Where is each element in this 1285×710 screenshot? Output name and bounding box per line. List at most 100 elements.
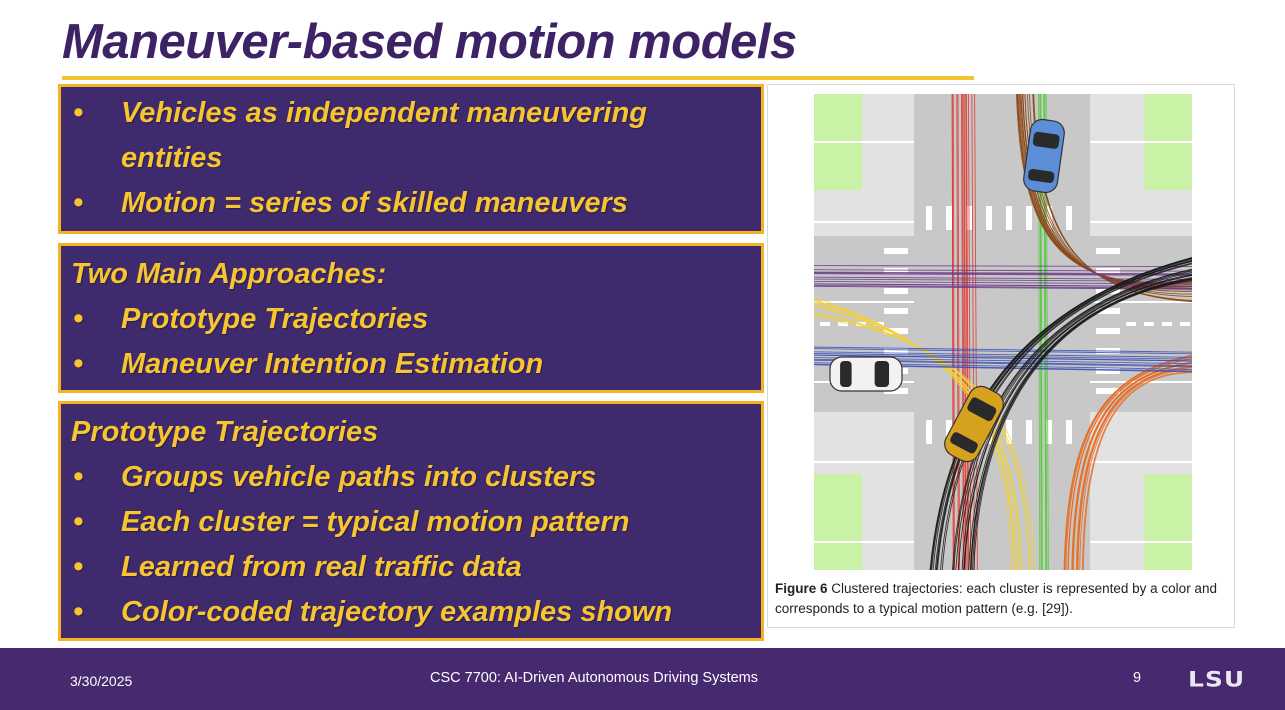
crosswalk-stripe <box>884 268 908 274</box>
trajectory-black <box>963 274 1192 570</box>
trajectory-black <box>961 273 1192 570</box>
trajectory-black <box>953 269 1192 570</box>
crosswalk-stripe <box>926 206 932 230</box>
vehicles <box>829 118 1065 463</box>
crosswalk-stripe <box>1096 308 1120 314</box>
bullet: • <box>73 596 84 628</box>
car-windshield <box>874 361 890 387</box>
trajectory-black <box>970 278 1192 570</box>
footer-page-number: 9 <box>1133 670 1142 686</box>
intro-line-1: • Vehicles as independent maneuvering <box>71 91 751 136</box>
intro-text-2: entities <box>121 142 223 174</box>
slide-title: Maneuver-based motion models <box>62 15 797 69</box>
trajectory-purple <box>814 265 1192 268</box>
car-rear-window <box>840 361 852 387</box>
crosswalk-stripe <box>1046 420 1052 444</box>
trajectory-red <box>957 94 960 570</box>
trajectory-purple <box>814 272 1192 276</box>
trajectory-black <box>952 268 1192 570</box>
car-rear-window <box>1028 168 1055 183</box>
trajectory-red <box>961 94 964 570</box>
crosswalk-stripe <box>884 388 908 394</box>
trajectory-red <box>952 94 955 570</box>
intro-box: • Vehicles as independent maneuvering ent… <box>58 84 764 234</box>
trajectory-black <box>932 258 1192 570</box>
lane-dash <box>1180 322 1190 326</box>
lane-dash <box>838 322 848 326</box>
trajectory-blue <box>814 353 1192 360</box>
trajectory-red <box>967 94 972 570</box>
trajectory-figure: Figure 6 Clustered trajectories: each cl… <box>767 84 1235 628</box>
grass-patch <box>814 474 862 570</box>
trajectory-black <box>940 262 1192 570</box>
trajectory-purple <box>814 273 1192 276</box>
prototype-text-4: Color-coded trajectory examples shown <box>121 596 673 628</box>
crosswalk-stripe <box>926 420 932 444</box>
prototype-text-2: Each cluster = typical motion pattern <box>121 506 630 538</box>
crosswalk-stripe <box>1066 420 1072 444</box>
crosswalk-stripe <box>884 308 908 314</box>
trajectory-black <box>968 277 1192 570</box>
trajectory-blue <box>814 351 1192 358</box>
blue-car <box>1023 118 1065 194</box>
intro-text-3: Motion = series of skilled maneuvers <box>121 187 628 219</box>
approach-item: •Prototype Trajectories <box>71 297 751 342</box>
lane-dash <box>1126 322 1136 326</box>
trajectory-black <box>931 257 1192 570</box>
crosswalk-stripe <box>884 248 908 254</box>
crosswalk-stripe <box>1066 206 1072 230</box>
prototype-item: • Learned from real traffic data <box>71 545 751 590</box>
prototype-text-1: Groups vehicle paths into clusters <box>121 461 597 493</box>
prototype-text-3: Learned from real traffic data <box>121 551 522 583</box>
trajectory-orange <box>1076 366 1192 570</box>
bullet: • <box>73 348 84 380</box>
lane-dash <box>1162 322 1172 326</box>
crosswalk-stripe <box>884 328 908 334</box>
lsu-logo: LSU <box>1188 667 1246 692</box>
bullet: • <box>73 97 84 129</box>
trajectory-blue <box>814 348 1192 355</box>
trajectory-yellow <box>814 296 1012 570</box>
crosswalk-stripe <box>1096 328 1120 334</box>
footer-course: CSC 7700: AI-Driven Autonomous Driving S… <box>430 670 758 686</box>
trajectory-orange <box>1063 354 1192 570</box>
road-background <box>814 94 1192 570</box>
trajectory-red <box>974 94 978 570</box>
trajectory-purple <box>814 284 1192 289</box>
prototype-item: • Color-coded trajectory examples shown <box>71 590 751 635</box>
crosswalk-stripe <box>1026 206 1032 230</box>
trajectory-purple <box>814 283 1192 288</box>
trajectory-orange <box>1077 367 1192 570</box>
crosswalk-stripe <box>986 206 992 230</box>
crosswalk-stripe <box>884 348 908 354</box>
bullet: • <box>73 506 84 538</box>
crosswalk-stripe <box>1096 248 1120 254</box>
approach-text-2: Maneuver Intention Estimation <box>121 348 544 380</box>
crosswalk-stripe <box>884 288 908 294</box>
bullet: • <box>73 551 84 583</box>
trajectory-yellow <box>814 300 1016 570</box>
intro-line-2: entities <box>71 136 751 181</box>
trajectory-blue <box>814 346 1192 353</box>
yellow-car <box>944 385 1004 463</box>
caption-label: Figure 6 <box>775 581 828 596</box>
prototype-heading: Prototype Trajectories <box>71 416 379 448</box>
approach-text-1: Prototype Trajectories <box>121 303 429 335</box>
prototype-item: •Groups vehicle paths into clusters <box>71 455 751 500</box>
trajectory-red <box>963 94 967 570</box>
prototype-box: Prototype Trajectories •Groups vehicle p… <box>58 401 764 641</box>
crosswalk-stripe <box>1026 420 1032 444</box>
trajectory-black <box>957 271 1192 570</box>
footer-date: 3/30/2025 <box>70 673 133 689</box>
prototype-item: • Each cluster = typical motion pattern <box>71 500 751 545</box>
crosswalk-stripe <box>1096 368 1120 374</box>
trajectory-black <box>929 257 1192 570</box>
intersection-illustration <box>814 94 1192 570</box>
trajectory-purple <box>814 271 1192 275</box>
trajectory-orange <box>1082 371 1192 570</box>
car-rear-window <box>950 432 978 454</box>
lane-dash <box>820 322 830 326</box>
intro-text-1: Vehicles as independent maneuvering <box>121 97 647 129</box>
trajectory-orange <box>1064 355 1192 570</box>
car-windshield <box>967 397 997 422</box>
